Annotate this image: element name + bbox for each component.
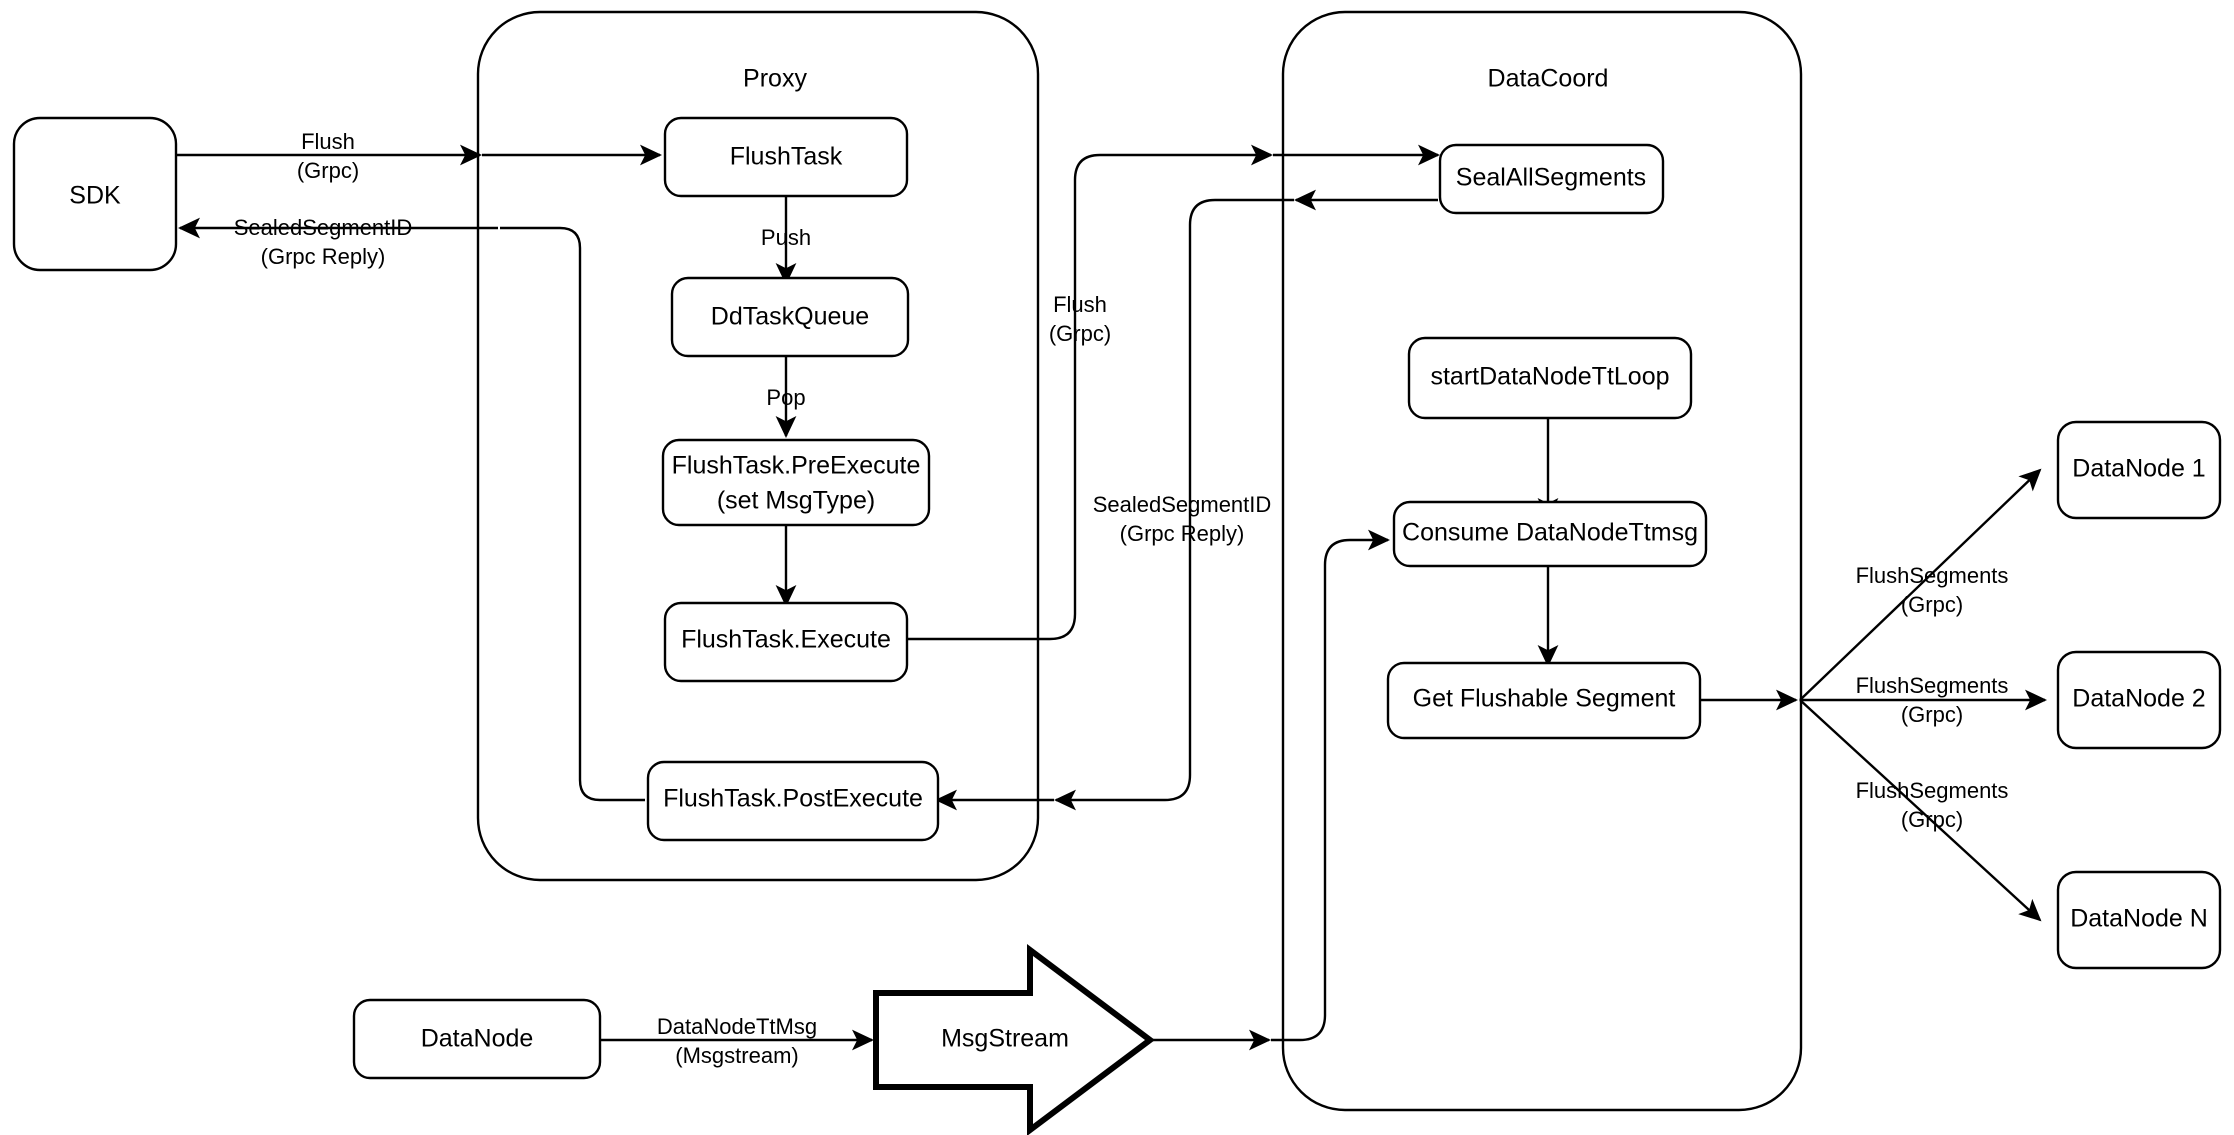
execute-box[interactable] — [663, 601, 909, 683]
datanoden-box[interactable] — [2056, 870, 2222, 970]
node-get-flushable-segment[interactable]: Get Flushable Segment — [1386, 661, 1702, 740]
node-datanode-2[interactable]: DataNode 2 — [2056, 650, 2222, 750]
ddtaskqueue-label: DdTaskQueue — [711, 303, 869, 331]
preexecute-box[interactable] — [661, 438, 931, 527]
flushtask-label: FlushTask — [730, 143, 843, 171]
getflushable-box[interactable] — [1386, 661, 1702, 740]
edge-label-coord-to-proxy-l2: (Grpc Reply) — [1120, 521, 1245, 546]
edge-label-pop: Pop — [766, 385, 805, 410]
edge-label-flushsegments-2-l2: (Grpc) — [1901, 702, 1963, 727]
edge-postexecute-to-sdk-rail — [500, 226, 645, 802]
node-datanode-bottom[interactable]: DataNode — [352, 998, 602, 1080]
execute-label: FlushTask.Execute — [681, 626, 891, 654]
node-flush-task-execute[interactable]: FlushTask.Execute — [663, 601, 909, 683]
datacoord-container-label: DataCoord — [1488, 65, 1609, 93]
node-datanode-n[interactable]: DataNode N — [2056, 870, 2222, 970]
node-sdk[interactable]: SDK — [12, 116, 178, 272]
edge-label-coord-to-proxy-l1: SealedSegmentID — [1093, 492, 1272, 517]
preexecute-label-line2: (set MsgType) — [717, 487, 875, 515]
datanoden-label: DataNode N — [2070, 905, 2208, 933]
datanode1-box[interactable] — [2056, 420, 2222, 520]
edge-label-flushsegments-1-l1: FlushSegments — [1856, 563, 2009, 588]
datacoord-container-shape — [1281, 10, 1803, 1112]
startttloop-box[interactable] — [1407, 336, 1693, 420]
node-flush-task[interactable]: FlushTask — [663, 116, 909, 198]
msgstream-label: MsgStream — [941, 1025, 1069, 1053]
edge-junction-to-datanode1 — [1799, 468, 2042, 701]
edge-datacoord-tt-rail-to-consume — [1271, 529, 1390, 1042]
consumettmsg-label: Consume DataNodeTtmsg — [1402, 519, 1698, 547]
preexecute-label-line1: FlushTask.PreExecute — [672, 452, 921, 480]
sealallsegments-box[interactable] — [1438, 143, 1665, 215]
datanode-bottom-box[interactable] — [352, 998, 602, 1080]
proxy-container-shape — [476, 10, 1040, 882]
node-datanode-1[interactable]: DataNode 1 — [2056, 420, 2222, 520]
startttloop-label: startDataNodeTtLoop — [1430, 363, 1669, 391]
container-proxy: Proxy — [476, 10, 1040, 882]
edge-label-proxy-to-coord-l1: Flush — [1053, 292, 1107, 317]
edge-label-flushsegments-2-l1: FlushSegments — [1856, 673, 2009, 698]
edge-label-proxy-to-coord-l2: (Grpc) — [1049, 321, 1111, 346]
container-datacoord: DataCoord — [1281, 10, 1803, 1112]
datanode2-label: DataNode 2 — [2072, 685, 2205, 713]
node-seal-all-segments[interactable]: SealAllSegments — [1438, 143, 1665, 215]
edge-label-datanodettmsg-l2: (Msgstream) — [675, 1043, 798, 1068]
node-dd-task-queue[interactable]: DdTaskQueue — [670, 276, 910, 358]
datanode1-label: DataNode 1 — [2072, 455, 2205, 483]
edge-label-sealedsegmentid-reply-l2: (Grpc Reply) — [261, 244, 386, 269]
datanode-bottom-label: DataNode — [421, 1025, 534, 1053]
postexecute-box[interactable] — [646, 760, 940, 842]
edge-label-flushsegments-n-l1: FlushSegments — [1856, 778, 2009, 803]
edge-label-flushsegments-n-l2: (Grpc) — [1901, 807, 1963, 832]
consumettmsg-box[interactable] — [1392, 500, 1708, 568]
edge-junction-to-datanoden — [1799, 699, 2042, 922]
node-start-datanode-tt-loop[interactable]: startDataNodeTtLoop — [1407, 336, 1693, 420]
node-flush-task-post-execute[interactable]: FlushTask.PostExecute — [646, 760, 940, 842]
msgstream-block-arrow[interactable] — [873, 944, 1155, 1135]
sdk-label: SDK — [69, 182, 121, 210]
edge-label-flush-grpc-l2: (Grpc) — [297, 158, 359, 183]
datanode2-box[interactable] — [2056, 650, 2222, 750]
edge-label-push: Push — [761, 225, 811, 250]
edge-label-flush-grpc-l1: Flush — [301, 129, 355, 154]
sealallsegments-label: SealAllSegments — [1456, 164, 1646, 192]
edge-label-datanodettmsg-l1: DataNodeTtMsg — [657, 1014, 817, 1039]
proxy-container-label: Proxy — [743, 65, 807, 93]
edge-execute-to-datacoord-rail — [907, 144, 1273, 641]
node-consume-datanode-ttmsg[interactable]: Consume DataNodeTtmsg — [1392, 500, 1708, 568]
postexecute-label: FlushTask.PostExecute — [663, 785, 923, 813]
edge-datacoord-reply-rail — [1054, 198, 1294, 811]
edge-label-flushsegments-1-l2: (Grpc) — [1901, 592, 1963, 617]
flushtask-box[interactable] — [663, 116, 909, 198]
node-flush-task-pre-execute[interactable]: FlushTask.PreExecute (set MsgType) — [661, 438, 931, 527]
ddtaskqueue-box[interactable] — [670, 276, 910, 358]
edge-label-sealedsegmentid-reply-l1: SealedSegmentID — [234, 215, 413, 240]
node-msgstream[interactable]: MsgStream — [873, 944, 1155, 1135]
sdk-box[interactable] — [12, 116, 178, 272]
getflushable-label: Get Flushable Segment — [1413, 685, 1676, 713]
